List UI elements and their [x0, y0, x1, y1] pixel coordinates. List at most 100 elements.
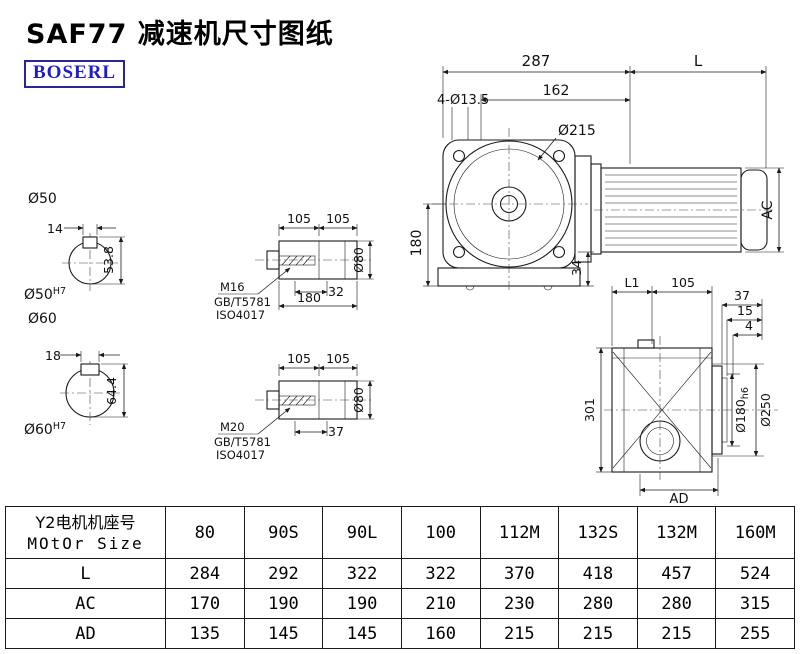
bolt-hole: [452, 245, 466, 259]
hatching: [281, 395, 312, 406]
page-title: SAF77 减速机尺寸图纸: [26, 19, 334, 50]
shaft1-key-width-label: 14: [47, 221, 63, 236]
dim-cell: 215: [558, 618, 638, 649]
motor-adapter-flange: [574, 155, 592, 263]
frame-size-cell: 90L: [322, 506, 402, 559]
oil-plug: [637, 339, 655, 349]
shaft2-key-height-label: 64.4: [104, 377, 119, 405]
hatching: [281, 255, 312, 266]
dim-cell: 190: [243, 588, 324, 619]
base-notches: [465, 285, 553, 291]
flange-spigot: [721, 377, 728, 443]
bore-tolerance: H7: [53, 286, 66, 297]
shaft-detail-m20: 105 105 M20 GB/T5781 ISO4017 37 Ø80: [214, 351, 374, 462]
dim-ac-label: AC: [760, 200, 776, 219]
detail1-std2-label: ISO4017: [216, 308, 265, 322]
motor-size-header-en: MOtOr Size: [27, 533, 144, 553]
front-view: 287 L 162 4-Ø13.5 Ø215 180 34 AC: [409, 52, 784, 292]
dim-37-label: 37: [734, 288, 750, 303]
frame-size-cell: 80: [165, 506, 245, 559]
brand-logo: BOSERL: [24, 60, 126, 88]
bolt-hole: [452, 149, 466, 163]
shaft2-bore-label: Ø60H7: [24, 421, 66, 438]
dim-cell: 210: [400, 588, 481, 619]
shaft2-key-width-label: 18: [45, 348, 61, 363]
detail2-dim105b-label: 105: [326, 351, 350, 366]
dim-cell: 370: [479, 558, 560, 589]
shaft-detail-m16: 105 105 M16 GB/T5781 ISO4017 32 180 Ø80: [214, 211, 374, 322]
frame-size-cell: 90S: [243, 506, 324, 559]
dim-l1-label: L1: [625, 275, 640, 290]
spigot-dia: Ø180: [733, 399, 748, 433]
row-label: AD: [5, 618, 166, 649]
dim-162-label: 162: [543, 83, 570, 99]
dim-34-label: 34: [569, 260, 584, 276]
dim-cell: 255: [715, 618, 795, 649]
dim-cell: 135: [165, 618, 245, 649]
detail1-thread-label: M16: [220, 280, 245, 294]
bore-dia: Ø50: [24, 287, 53, 303]
frame-size-cell: 112M: [479, 506, 560, 559]
bore-tolerance: H7: [53, 421, 66, 432]
motor-size-header-cn: Y2电机机座号: [35, 512, 136, 532]
dim-cell: 322: [322, 558, 402, 589]
keyway-50: [82, 236, 98, 249]
table-header-row: Y2电机机座号 MOtOr Size 80 90S 90L 100 112M 1…: [5, 506, 795, 559]
dim-ad-label: AD: [670, 492, 689, 505]
dim-cell: 190: [322, 588, 402, 619]
dim-cell: 315: [715, 588, 795, 619]
dim-cell: 280: [558, 588, 638, 619]
keyway-60: [80, 363, 100, 376]
dim-287-label: 287: [522, 52, 551, 70]
shaft2-dia-label: Ø60: [28, 311, 57, 327]
dim-cell: 292: [243, 558, 324, 589]
detail1-dim105b-label: 105: [326, 211, 350, 226]
technical-drawing: 287 L 162 4-Ø13.5 Ø215 180 34 AC Ø50: [24, 52, 784, 505]
dim-cell: 145: [322, 618, 402, 649]
bolt-hole: [552, 149, 566, 163]
motor-size-header: Y2电机机座号 MOtOr Size: [5, 506, 166, 559]
frame-size-cell: 100: [400, 506, 481, 559]
dim-15-label: 15: [737, 303, 753, 318]
dim-cell: 284: [165, 558, 245, 589]
detail1-dia-label: Ø80: [351, 247, 366, 273]
flange-dia-label: Ø215: [558, 123, 596, 139]
shaft-section-50: Ø50 14 53.8 Ø50H7: [24, 191, 125, 303]
holes-label: 4-Ø13.5: [437, 93, 489, 108]
dim-cell: 524: [715, 558, 795, 589]
dim-l-label: L: [694, 52, 703, 70]
shaft1-key-height-label: 53.8: [101, 246, 116, 274]
bore-dia: Ø60: [24, 422, 53, 438]
dim-cell: 418: [558, 558, 638, 589]
table-row-l: L 284 292 322 322 370 418 457 524: [5, 558, 795, 589]
shaft-section-60: Ø60 18 64.4 Ø60H7: [24, 311, 128, 438]
detail2-dia-label: Ø80: [351, 387, 366, 413]
motor-fins: [605, 174, 737, 246]
dim-cell: 160: [400, 618, 481, 649]
dim-cell: 215: [479, 618, 560, 649]
detail1-dim105a-label: 105: [287, 211, 311, 226]
dim-cell: 145: [243, 618, 324, 649]
detail2-std2-label: ISO4017: [216, 448, 265, 462]
spigot-dia-label: Ø180h6: [733, 387, 751, 433]
dim-105-label: 105: [671, 275, 695, 290]
row-label: AC: [5, 588, 166, 619]
detail2-thread-label: M20: [220, 420, 245, 434]
flange-dia-label: Ø250: [758, 393, 773, 427]
dimension-table: Y2电机机座号 MOtOr Size 80 90S 90L 100 112M 1…: [5, 506, 795, 649]
shaft1-bore-label: Ø50H7: [24, 286, 66, 303]
row-label: L: [5, 558, 166, 589]
bolt-hole: [552, 245, 566, 259]
frame-size-cell: 132M: [636, 506, 717, 559]
side-view: L1 105 37 15 4 301 Ø180h6 Ø250 AD: [582, 275, 778, 505]
table-row-ac: AC 170 190 190 210 230 280 280 315: [5, 588, 795, 619]
frame-size-cell: 160M: [715, 506, 795, 559]
detail2-thread-len-label: 37: [328, 424, 344, 439]
dim-cell: 170: [165, 588, 245, 619]
frame-size-cell: 132S: [558, 506, 638, 559]
dim-cell: 457: [636, 558, 717, 589]
dim-cell: 280: [636, 588, 717, 619]
dim-cell: 322: [400, 558, 481, 589]
motor-adapter: [590, 163, 602, 255]
detail1-thread-len-label: 32: [328, 284, 344, 299]
